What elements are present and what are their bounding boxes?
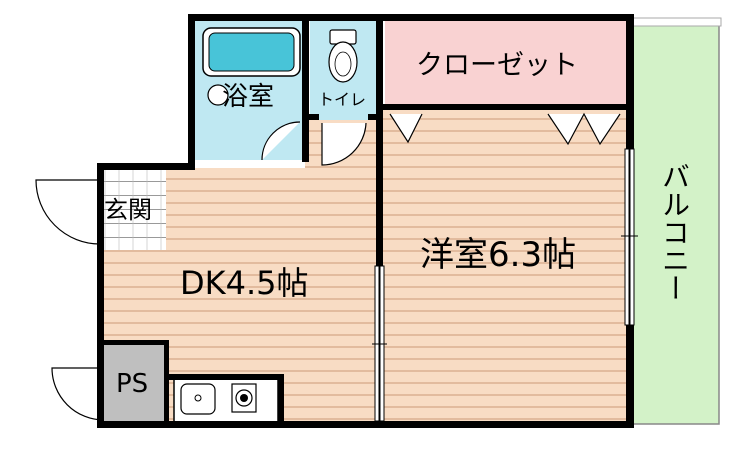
closet-label: クローゼット (416, 50, 578, 81)
balcony-label: バルコニー (658, 162, 691, 302)
entrance (100, 168, 166, 250)
entrance-door-swing (35, 179, 101, 245)
sink-icon (180, 383, 216, 415)
ps-door-swing (51, 367, 105, 421)
toilet-bowl-icon (328, 41, 358, 83)
balcony-window (621, 148, 638, 326)
entrance-label: 玄関 (104, 196, 152, 224)
walls (97, 14, 634, 428)
western-room-floor (380, 110, 632, 424)
closet-doors (389, 112, 621, 146)
bath-drain-icon (207, 84, 229, 106)
sliding-door-dk (372, 265, 387, 422)
closet (385, 20, 628, 110)
pipe-space (104, 343, 164, 426)
dk-label: DK4.5帖 (180, 264, 309, 302)
western-room-label: 洋室6.3帖 (420, 235, 577, 275)
toilet-label: トイレ (318, 90, 367, 109)
bath-door-swing (261, 121, 301, 161)
ps-label: PS (116, 369, 149, 399)
bathroom-label: 浴室 (222, 82, 275, 112)
balcony (630, 19, 720, 425)
toilet-door-swing (321, 122, 367, 166)
